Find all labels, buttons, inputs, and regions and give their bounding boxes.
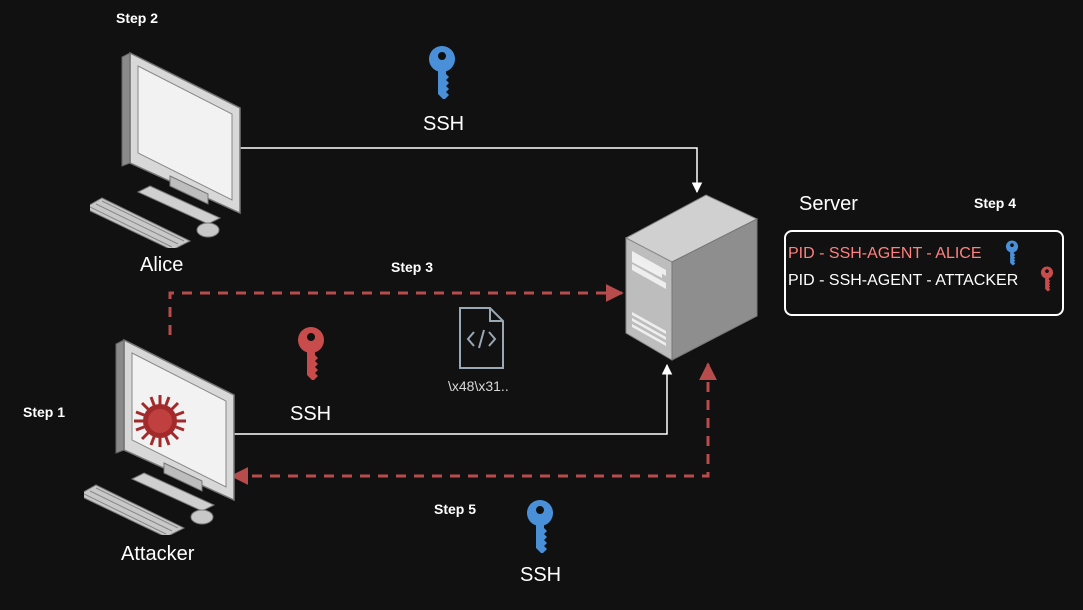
step1-label: Step 1 [23, 404, 66, 420]
step4-label: Step 4 [974, 195, 1017, 211]
alice-label: Alice [140, 254, 184, 276]
attacker-computer-icon [84, 339, 235, 535]
step3-dashed-arrow [168, 284, 624, 335]
blue-key-icon [428, 46, 455, 99]
connections [168, 147, 717, 485]
red-key-icon [297, 327, 324, 380]
alice-computer-icon [90, 52, 241, 248]
step3-label: Step 3 [391, 259, 434, 275]
malware-icon [134, 395, 186, 447]
ssh-label: SSH [520, 564, 562, 586]
step5-label: Step 5 [434, 501, 477, 517]
process-alice-agent: PID - SSH-AGENT - ALICE [788, 245, 982, 262]
blue-key-icon [526, 500, 553, 553]
ssh-label: SSH [290, 403, 332, 425]
code-file-icon [459, 307, 504, 369]
process-attacker-agent: PID - SSH-AGENT - ATTACKER [788, 272, 1019, 289]
attacker-label: Attacker [121, 543, 195, 565]
payload-label: \x48\x31.. [448, 378, 509, 394]
step2-label: Step 2 [116, 10, 159, 26]
server-icon [624, 194, 759, 361]
step5-dashed-arrow [230, 362, 717, 485]
server-process-list [784, 230, 1064, 316]
server-label: Server [799, 193, 858, 215]
ssh-label: SSH [423, 113, 465, 135]
alice-to-server-arrow [235, 147, 703, 194]
